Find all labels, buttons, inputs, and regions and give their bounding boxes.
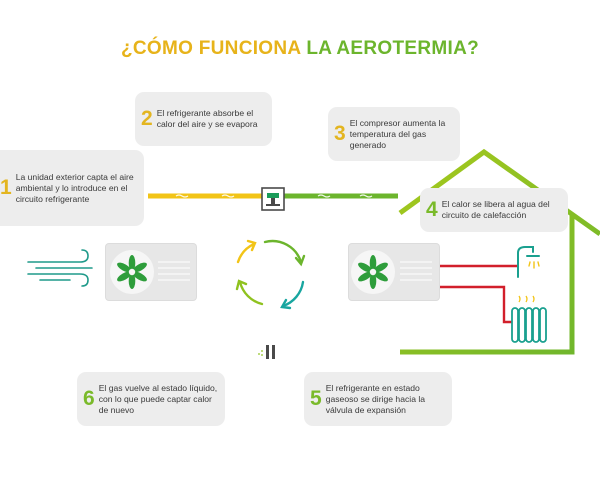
step-5-card: 5 El refrigerante en estado gaseoso se d… xyxy=(304,372,452,426)
step-1-text: La unidad exterior capta el aire ambient… xyxy=(15,171,134,204)
outdoor-unit xyxy=(105,243,197,301)
indoor-unit xyxy=(348,243,440,301)
step-6-number: 6 xyxy=(83,387,95,410)
expansion-valve-icon xyxy=(258,345,275,359)
step-4-text: El calor se libera al agua del circuito … xyxy=(441,199,550,220)
cycle-arrows-icon xyxy=(235,239,306,310)
step-4-card: 4 El calor se libera al agua del circuit… xyxy=(420,188,568,232)
hot-water-circuit xyxy=(440,264,518,324)
step-3-number: 3 xyxy=(334,122,346,145)
step-2-card: 2 El refrigerante absorbe el calor del a… xyxy=(135,92,272,146)
title-part-1: ¿CÓMO FUNCIONA xyxy=(120,38,301,59)
step-1-number: 1 xyxy=(0,176,12,199)
step-3-card: 3 El compresor aumenta la temperatura de… xyxy=(328,107,460,161)
step-1-card: 1 La unidad exterior capta el aire ambie… xyxy=(0,150,144,226)
fan-icon xyxy=(117,255,147,289)
step-3-text: El compresor aumenta la temperatura del … xyxy=(349,117,446,150)
title-part-2: LA AEROTERMIA? xyxy=(306,38,480,59)
fan-icon xyxy=(358,255,388,289)
step-4-number: 4 xyxy=(426,198,438,221)
radiator-icon xyxy=(511,295,547,343)
step-6-text: El gas vuelve al estado líquido, con lo … xyxy=(98,382,218,415)
shower-icon xyxy=(517,246,540,278)
step-5-text: El refrigerante en estado gaseoso se dir… xyxy=(325,382,426,415)
step-6-card: 6 El gas vuelve al estado líquido, con l… xyxy=(77,372,225,426)
step-5-number: 5 xyxy=(310,387,322,410)
page-title: ¿CÓMO FUNCIONA LA AEROTERMIA? xyxy=(0,38,600,60)
wind-icon xyxy=(27,249,93,287)
step-2-text: El refrigerante absorbe el calor del air… xyxy=(156,108,258,129)
step-2-number: 2 xyxy=(141,107,153,130)
compressor-icon xyxy=(261,187,285,211)
